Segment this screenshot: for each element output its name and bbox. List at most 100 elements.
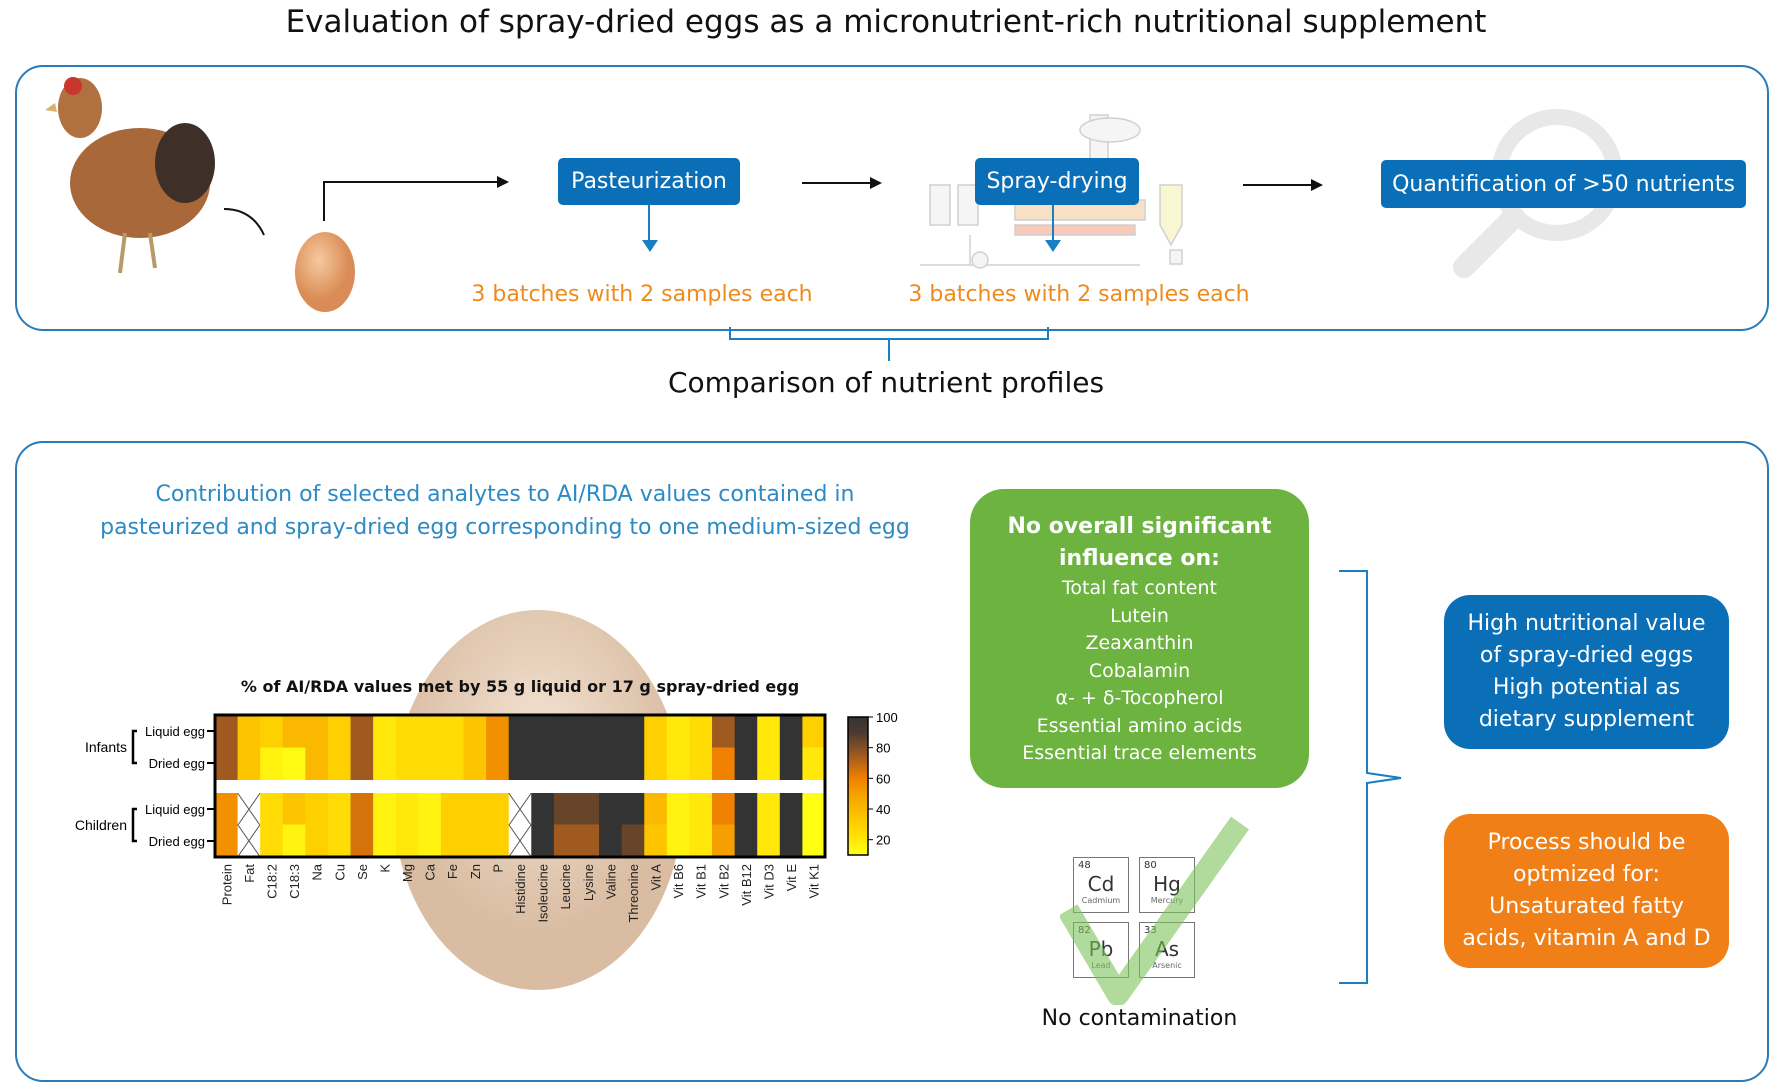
heatmap-cell xyxy=(282,747,306,781)
heatmap-cell xyxy=(463,824,487,858)
heatmap-cell xyxy=(802,824,826,858)
heatmap-cell xyxy=(734,715,758,748)
list-item: Lutein xyxy=(1110,604,1169,627)
heatmap-cell xyxy=(599,793,623,826)
heatmap-cell xyxy=(666,824,690,858)
heatmap-cell xyxy=(757,824,781,858)
heatmap-cell xyxy=(599,715,623,748)
atomic-number: 48 xyxy=(1078,860,1091,871)
down-arrow xyxy=(1052,205,1054,245)
arrow-head-icon xyxy=(497,176,509,188)
heatmap-cell xyxy=(440,793,465,826)
heatmap-cell xyxy=(802,747,826,781)
row-label: Liquid egg xyxy=(145,724,205,739)
green-title-line: influence on: xyxy=(1059,546,1220,571)
heatmap-cell xyxy=(666,715,690,748)
heatmap-cell xyxy=(215,747,239,781)
batches-label: 3 batches with 2 samples each xyxy=(908,282,1250,307)
heatmap-cell xyxy=(215,715,239,748)
heatmap-cell xyxy=(553,747,577,781)
cross-mark xyxy=(237,792,261,826)
heatmap-cell xyxy=(621,824,645,858)
row-label: Dried egg xyxy=(149,834,205,849)
heatmap-cell xyxy=(237,715,261,748)
heatmap-cell xyxy=(327,824,352,858)
conclusion-line: optmized for: xyxy=(1513,862,1660,887)
heatmap-cell xyxy=(350,747,374,781)
column-label: Histidine xyxy=(513,864,528,914)
heatmap-cell xyxy=(757,793,781,826)
heatmap-cell xyxy=(486,715,510,748)
heatmap-cell xyxy=(395,715,419,748)
heatmap-cell xyxy=(553,715,577,748)
heatmap-cell xyxy=(373,824,397,858)
heatmap-cell xyxy=(621,793,645,826)
column-label: Na xyxy=(310,863,325,880)
heatmap-cell xyxy=(237,747,261,781)
heatmap-cell xyxy=(440,715,465,748)
column-label: Fat xyxy=(242,864,257,883)
page-title: Evaluation of spray-dried eggs as a micr… xyxy=(285,4,1487,40)
column-label: Mg xyxy=(400,864,415,882)
heatmap-cell xyxy=(418,793,442,826)
heatmap-cell xyxy=(553,824,577,858)
column-label: Fe xyxy=(445,864,460,879)
heatmap-cell xyxy=(621,747,645,781)
colorbar-tick-label: 40 xyxy=(876,802,890,817)
colorbar xyxy=(847,716,869,856)
heatmap-cell xyxy=(802,715,826,748)
column-label: Zn xyxy=(468,864,483,879)
group-label: Infants xyxy=(85,739,127,755)
heading-line: Contribution of selected analytes to AI/… xyxy=(155,482,855,507)
spray-drying-box: Spray-drying xyxy=(975,158,1139,205)
list-item: Essential amino acids xyxy=(1036,714,1243,737)
column-label: Cu xyxy=(332,864,347,881)
heatmap-cell xyxy=(779,747,803,781)
column-label: Vit E xyxy=(784,864,799,892)
heatmap-cell xyxy=(486,824,510,858)
down-arrow xyxy=(648,205,650,245)
column-label: K xyxy=(377,864,392,873)
heatmap-cell xyxy=(689,747,713,781)
colorbar-tick-label: 60 xyxy=(876,771,890,786)
heatmap-cell xyxy=(418,824,442,858)
heatmap-cell xyxy=(463,793,487,826)
arrow xyxy=(802,182,872,184)
column-label: Vit B1 xyxy=(694,864,709,898)
cross-mark xyxy=(237,824,261,858)
heatmap-cell xyxy=(531,793,555,826)
group-label: Children xyxy=(75,817,127,833)
no-influence-box: No overall significant influence on: Tot… xyxy=(970,489,1309,788)
heatmap-cell xyxy=(644,715,668,748)
heatmap-cell xyxy=(508,715,532,748)
column-label: Isoleucine xyxy=(536,864,551,923)
heatmap-cell xyxy=(734,824,758,858)
heatmap-cell xyxy=(621,715,645,748)
heatmap-cell xyxy=(779,715,803,748)
heatmap-cell xyxy=(327,747,352,781)
heatmap-frame xyxy=(213,713,827,859)
list-item: α- + δ-Tocopherol xyxy=(1055,687,1224,709)
heatmap-cell xyxy=(486,793,510,826)
list-item: Zeaxanthin xyxy=(1085,632,1194,654)
quantification-box: Quantification of >50 nutrients xyxy=(1381,160,1746,208)
influence-list: Total fat content Lutein Zeaxanthin Coba… xyxy=(970,575,1309,768)
heatmap-cell xyxy=(757,715,781,748)
arrow-down-icon xyxy=(1045,240,1061,252)
heatmap-cell xyxy=(508,747,532,781)
pasteurization-box: Pasteurization xyxy=(558,158,740,205)
connector xyxy=(323,181,325,221)
column-label: Valine xyxy=(603,864,618,899)
element-symbol: Hg xyxy=(1153,872,1181,896)
arrow xyxy=(1243,184,1313,186)
batches-label: 3 batches with 2 samples each xyxy=(471,282,813,307)
heatmap-cell xyxy=(395,793,419,826)
cross-mark xyxy=(508,824,532,858)
heatmap-cell xyxy=(734,793,758,826)
comparison-label: Comparison of nutrient profiles xyxy=(667,366,1105,399)
checkmark-icon xyxy=(1060,816,1249,1005)
conclusion-orange-box: Process should be optmized for: Unsatura… xyxy=(1444,814,1729,968)
